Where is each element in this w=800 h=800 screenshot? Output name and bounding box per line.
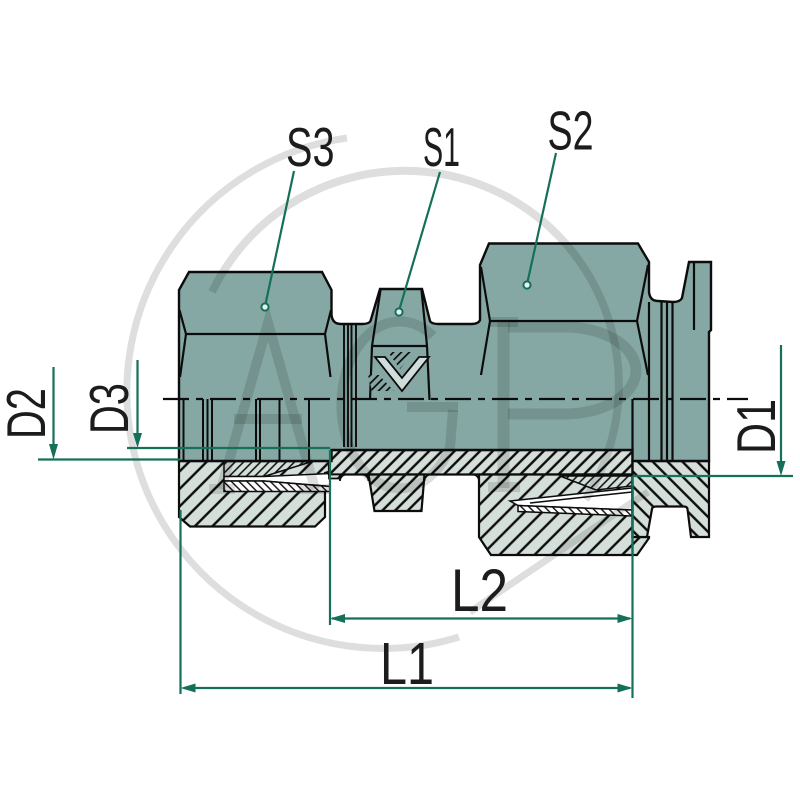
svg-text:S3: S3 [286,116,335,178]
svg-text:L1: L1 [380,631,434,697]
svg-text:D2: D2 [0,388,57,439]
svg-text:S1: S1 [423,116,460,178]
svg-text:S2: S2 [548,100,594,162]
svg-text:D3: D3 [78,383,140,434]
svg-text:D1: D1 [725,399,787,454]
svg-text:L2: L2 [451,557,508,624]
